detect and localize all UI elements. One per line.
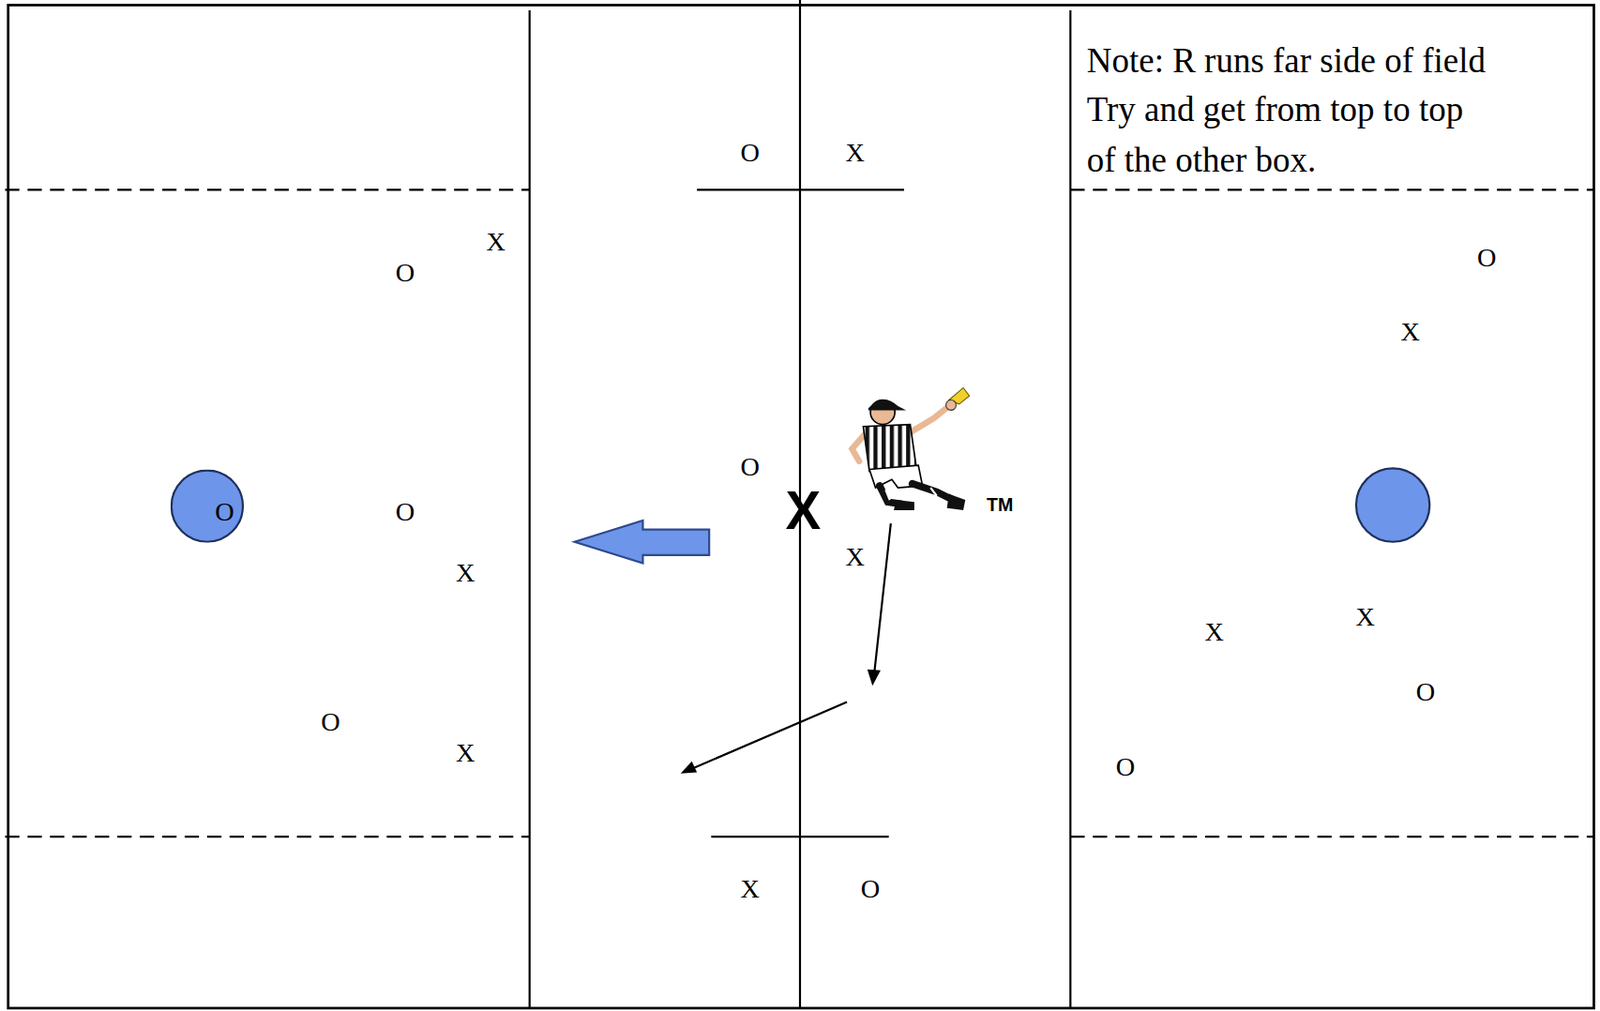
- player-mark: O: [1416, 679, 1435, 707]
- player-mark: O: [739, 139, 759, 167]
- player-mark: O: [320, 709, 340, 736]
- player-mark: X: [455, 559, 475, 587]
- player-mark: X: [455, 739, 475, 767]
- player-mark: O: [860, 876, 880, 904]
- player-mark: X: [486, 228, 506, 256]
- player-mark: X: [1205, 618, 1224, 646]
- goal-circle: O: [170, 468, 244, 543]
- trademark-text: TM: [986, 496, 1013, 515]
- note-text: Try and get from top to top: [1086, 92, 1464, 128]
- player-mark: O: [214, 498, 234, 526]
- player-mark: O: [1116, 754, 1135, 781]
- referee-figure: [851, 387, 969, 511]
- player-mark: X: [1356, 603, 1375, 631]
- player-mark: X: [1400, 319, 1419, 347]
- player-mark: O: [395, 259, 415, 287]
- note-text: of the other box.: [1086, 142, 1316, 178]
- player-mark: X: [845, 543, 865, 571]
- player-mark: O: [739, 453, 759, 481]
- player-mark: O: [1477, 244, 1496, 272]
- player-mark: O: [395, 498, 415, 526]
- note-text: Note: R runs far side of field: [1086, 44, 1486, 79]
- player-mark: X: [739, 876, 759, 904]
- player-mark: X: [845, 139, 865, 167]
- referee-position-mark: X: [784, 483, 821, 538]
